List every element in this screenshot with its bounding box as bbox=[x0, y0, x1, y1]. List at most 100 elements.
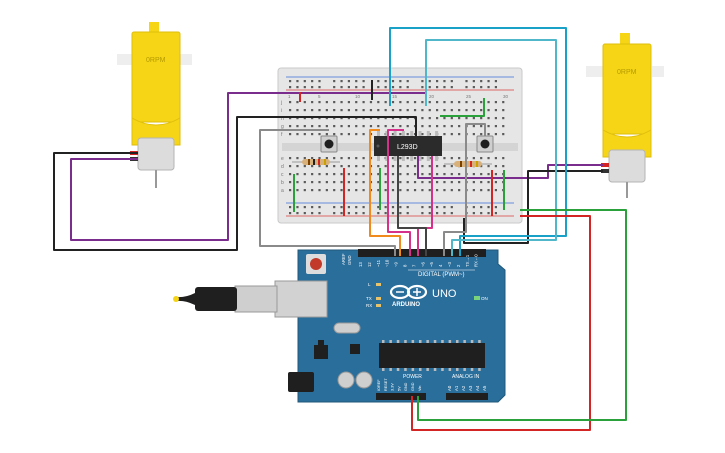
breadboard-hole bbox=[333, 157, 336, 160]
breadboard-hole bbox=[369, 125, 373, 128]
rail-hole bbox=[384, 86, 387, 89]
analog-header bbox=[446, 393, 488, 400]
breadboard-hole bbox=[406, 165, 409, 168]
rail-hole bbox=[377, 206, 380, 209]
resistor-right[interactable] bbox=[444, 161, 492, 167]
breadboard-hole bbox=[450, 101, 453, 104]
column-number: 1 bbox=[288, 94, 291, 99]
breadboard-hole bbox=[399, 173, 402, 176]
mcu-pin bbox=[448, 368, 452, 371]
chip-pin bbox=[393, 155, 397, 161]
pin-label: IOREF bbox=[377, 379, 381, 391]
resistor-left[interactable] bbox=[292, 159, 340, 165]
usb-cable[interactable] bbox=[173, 285, 278, 313]
gnd-label: GND bbox=[347, 255, 352, 265]
breadboard-hole bbox=[340, 189, 343, 192]
rail-hole bbox=[428, 206, 431, 209]
breadboard-hole bbox=[450, 173, 453, 176]
chip-pin bbox=[426, 131, 430, 137]
row-letter: b bbox=[281, 180, 284, 186]
pin-label: A5 bbox=[482, 385, 487, 391]
pin-label: TX→1 bbox=[465, 254, 470, 267]
l-led-label: L bbox=[368, 282, 371, 287]
rail-hole bbox=[296, 80, 299, 83]
row-letter: g bbox=[281, 124, 284, 130]
rail-hole bbox=[391, 86, 395, 89]
breadboard-hole bbox=[347, 181, 350, 184]
breadboard-hole bbox=[399, 165, 402, 168]
rail-hole bbox=[347, 80, 350, 83]
rail-hole bbox=[318, 80, 321, 83]
breadboard-hole bbox=[318, 181, 321, 184]
breadboard-hole bbox=[443, 117, 446, 120]
breadboard-hole bbox=[458, 157, 461, 160]
power-jack[interactable] bbox=[288, 372, 314, 392]
arduino-logo-icon bbox=[389, 284, 428, 300]
breadboard-hole bbox=[303, 173, 306, 176]
breadboard-hole bbox=[296, 189, 299, 192]
breadboard-hole bbox=[318, 157, 321, 160]
rail-hole bbox=[399, 212, 402, 215]
breadboard-hole bbox=[325, 109, 328, 112]
pushbutton-left[interactable] bbox=[320, 135, 338, 153]
l293d-chip[interactable]: L293D bbox=[374, 131, 442, 161]
chip-pin bbox=[377, 131, 380, 137]
breadboard-hole bbox=[362, 101, 365, 104]
breadboard-hole bbox=[296, 165, 299, 168]
rail-hole bbox=[443, 212, 446, 215]
pin-label: ~9 bbox=[394, 261, 399, 267]
mcu-pin bbox=[411, 340, 415, 343]
breadboard-hole bbox=[443, 101, 446, 104]
wires[interactable] bbox=[53, 27, 627, 431]
breadboard-hole bbox=[502, 165, 505, 168]
breadboard-hole bbox=[289, 133, 292, 136]
usb-port[interactable] bbox=[274, 280, 328, 318]
breadboard-hole bbox=[333, 173, 336, 176]
breadboard-hole bbox=[436, 125, 439, 128]
pin-label: A3 bbox=[468, 385, 473, 391]
mcu-pin bbox=[382, 340, 385, 343]
motor-left[interactable]: 0RPM bbox=[117, 22, 192, 188]
breadboard-hole bbox=[333, 133, 336, 136]
wire-gray-right bbox=[443, 123, 486, 256]
breadboard-hole bbox=[399, 101, 402, 104]
breadboard-hole bbox=[399, 157, 402, 160]
breadboard-hole bbox=[289, 109, 292, 112]
breadboard-hole bbox=[325, 189, 328, 192]
rail-hole bbox=[296, 86, 299, 89]
column-number: 20 bbox=[429, 94, 435, 99]
rail-hole bbox=[494, 206, 497, 209]
breadboard-hole bbox=[458, 181, 461, 184]
breadboard-hole bbox=[377, 181, 380, 184]
breadboard-hole bbox=[318, 101, 321, 104]
breadboard-hole bbox=[450, 133, 453, 136]
mcu-pin bbox=[396, 368, 400, 371]
breadboard-hole bbox=[494, 101, 497, 104]
row-letter: c bbox=[281, 172, 284, 178]
breadboard-hole bbox=[480, 117, 483, 120]
chip-pin bbox=[435, 155, 439, 161]
rail-hole bbox=[450, 86, 453, 89]
mcu-pin bbox=[426, 368, 429, 371]
rail-hole bbox=[362, 80, 365, 83]
motor-right[interactable]: 0RPM bbox=[586, 33, 664, 198]
rail-hole bbox=[340, 86, 343, 89]
rail-hole bbox=[362, 86, 365, 89]
breadboard-hole bbox=[443, 173, 446, 176]
breadboard-hole bbox=[391, 133, 395, 136]
rail-hole bbox=[303, 212, 306, 215]
pushbutton-right[interactable] bbox=[476, 135, 494, 153]
breadboard-hole bbox=[502, 157, 505, 160]
breadboard-hole bbox=[472, 157, 475, 160]
column-number: 15 bbox=[392, 94, 398, 99]
rail-hole bbox=[450, 212, 453, 215]
breadboard-hole bbox=[406, 109, 409, 112]
breadboard-hole bbox=[472, 101, 475, 104]
breadboard-hole bbox=[391, 101, 395, 104]
rail-hole bbox=[318, 212, 321, 215]
mcu-pin bbox=[433, 340, 437, 343]
